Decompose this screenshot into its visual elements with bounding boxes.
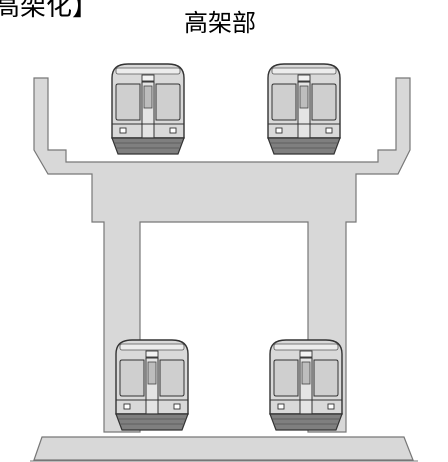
page-title: 高架化】 bbox=[0, 0, 99, 22]
train-front-icon bbox=[111, 63, 185, 155]
train-front-icon bbox=[115, 339, 189, 431]
train-front-icon bbox=[269, 339, 343, 431]
viaduct-structure bbox=[33, 77, 411, 433]
elevated-section-label: 高架部 bbox=[184, 9, 256, 37]
ground-base bbox=[33, 436, 414, 461]
train-front-icon bbox=[267, 63, 341, 155]
